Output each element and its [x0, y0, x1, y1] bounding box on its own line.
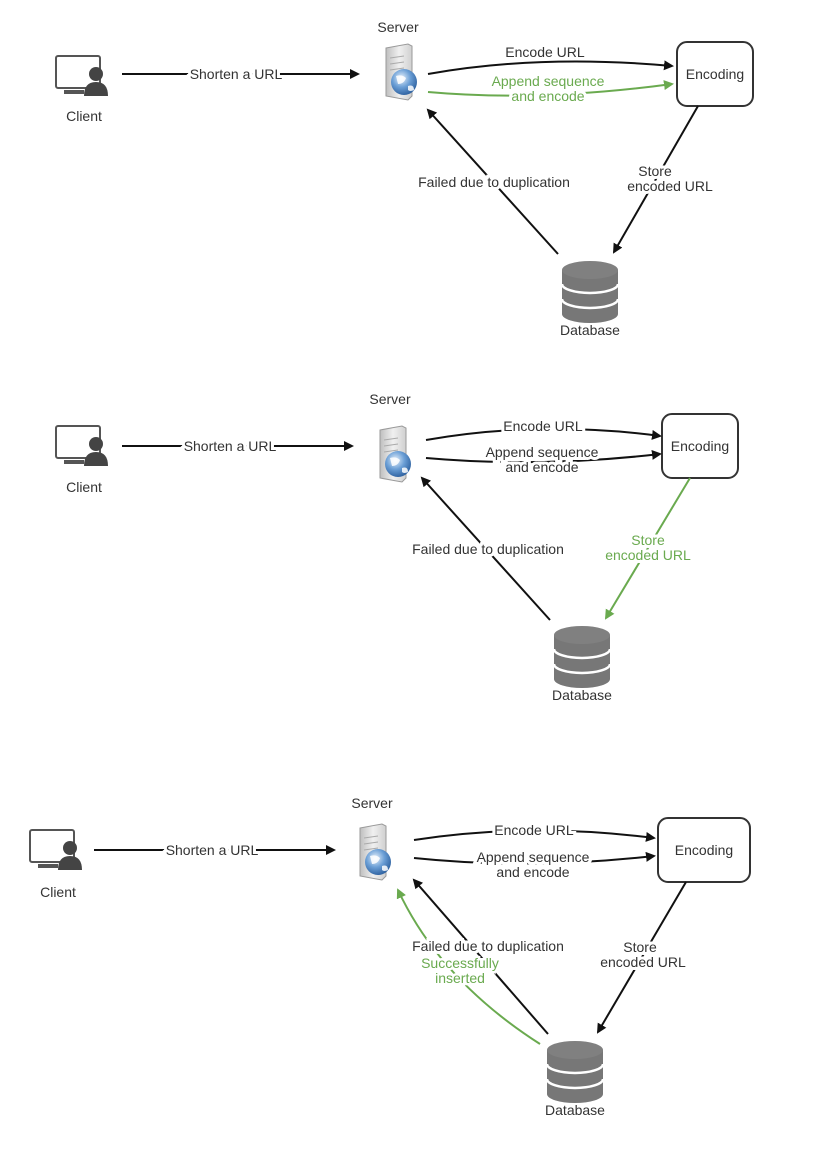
edge-shorten-url-label: Shorten a URL — [190, 66, 283, 82]
encoding-label: Encoding — [675, 842, 733, 858]
database-icon — [552, 624, 612, 690]
edge-store-label-line2: encoded URL — [627, 178, 713, 194]
database-label: Database — [560, 322, 620, 338]
edge-encode-url-label: Encode URL — [494, 822, 574, 838]
edge-store-encoded-url — [596, 881, 687, 1034]
database-icon — [545, 1039, 605, 1105]
edge-append-sequence-label-line2: and encode — [511, 88, 584, 104]
edge-encode-url — [425, 427, 662, 441]
edge-success-label-line2: inserted — [435, 970, 485, 986]
edge-append-sequence-label-line1: Append sequence — [486, 444, 599, 460]
server-icon — [359, 823, 392, 881]
edge-encode-url — [427, 60, 674, 75]
edge-append-sequence — [413, 851, 656, 865]
edge-append-sequence — [427, 80, 674, 97]
encoding-label: Encoding — [686, 66, 744, 82]
edge-store-label-line1: Store — [631, 532, 665, 548]
client-label: Client — [40, 884, 76, 900]
edge-shorten-url-label: Shorten a URL — [166, 842, 259, 858]
encoding-node — [676, 41, 754, 107]
edge-store-label-line1: Store — [638, 163, 672, 179]
edge-append-sequence-label-line1: Append sequence — [492, 73, 605, 89]
edge-failed-duplication — [412, 878, 549, 1035]
edge-append-sequence-label-line1: Append sequence — [477, 849, 590, 865]
server-icon — [379, 425, 412, 483]
encoding-node — [661, 413, 739, 479]
client-label: Client — [66, 479, 102, 495]
client-icon — [29, 829, 83, 871]
edge-failed-duplication-label: Failed due to duplication — [412, 938, 564, 954]
edge-failed-duplication — [420, 476, 551, 621]
server-label: Server — [377, 19, 419, 35]
database-label: Database — [552, 687, 612, 703]
edge-successfully-inserted — [396, 888, 541, 1045]
edge-success-label-line1: Successfully — [421, 955, 499, 971]
encoding-label: Encoding — [671, 438, 729, 454]
client-label: Client — [66, 108, 102, 124]
edge-store-label-line1: Store — [623, 939, 657, 955]
edge-store-encoded-url — [613, 105, 699, 254]
edge-encode-url — [413, 829, 656, 842]
database-label: Database — [545, 1102, 605, 1118]
client-icon — [55, 425, 109, 467]
edge-shorten-url-label: Shorten a URL — [184, 438, 277, 454]
edge-failed-duplication — [426, 108, 559, 255]
edge-encode-url-label: Encode URL — [503, 418, 583, 434]
encoding-node — [657, 817, 751, 883]
edge-encode-url-label: Encode URL — [505, 44, 585, 60]
server-label: Server — [351, 795, 393, 811]
server-icon — [385, 43, 418, 101]
edge-append-sequence — [425, 449, 662, 464]
edge-store-label-line2: encoded URL — [600, 954, 686, 970]
edge-failed-duplication-label: Failed due to duplication — [418, 174, 570, 190]
edge-store-label-line2: encoded URL — [605, 547, 691, 563]
database-icon — [560, 259, 620, 325]
edge-failed-duplication-label: Failed due to duplication — [412, 541, 564, 557]
edge-append-sequence-label-line2: and encode — [505, 459, 578, 475]
edge-append-sequence-label-line2: and encode — [496, 864, 569, 880]
edge-store-encoded-url — [604, 477, 691, 620]
client-icon — [55, 55, 109, 97]
server-label: Server — [369, 391, 411, 407]
